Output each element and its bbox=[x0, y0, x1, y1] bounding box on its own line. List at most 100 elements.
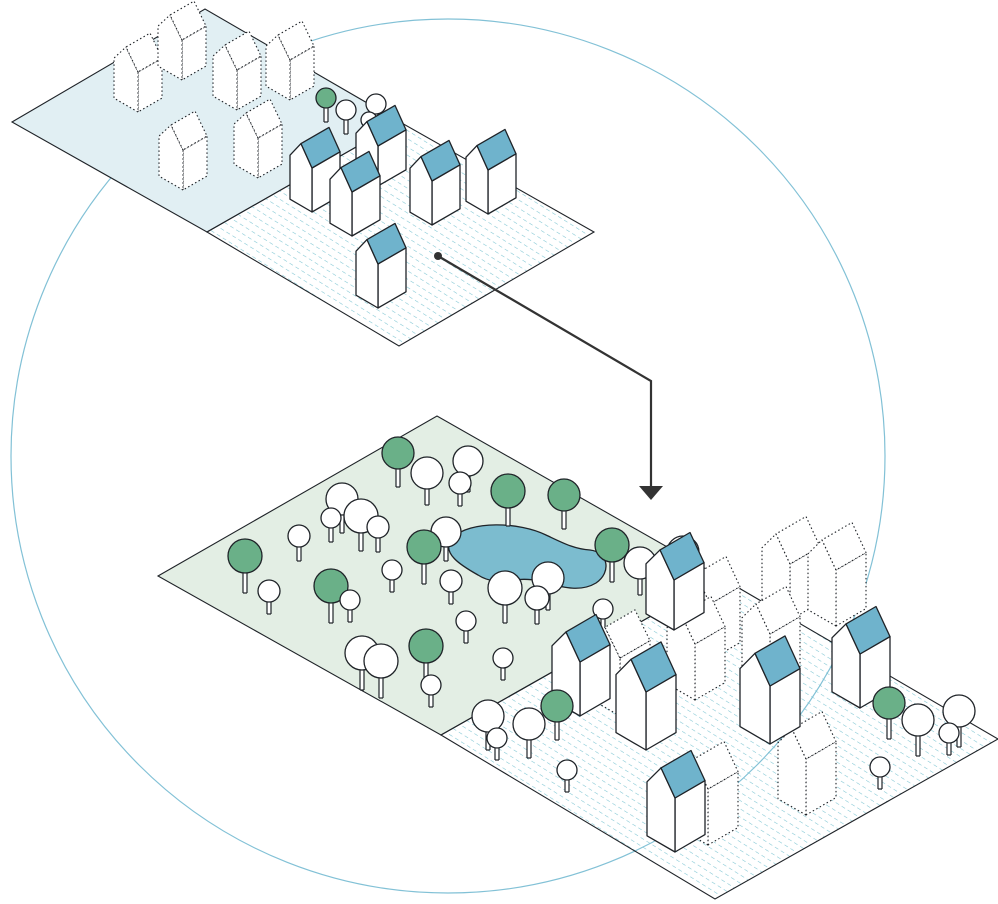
green-tree bbox=[406, 529, 442, 585]
white-tree bbox=[257, 579, 281, 615]
house-roof bbox=[660, 749, 706, 799]
green-tree bbox=[594, 527, 630, 583]
white-tree bbox=[320, 507, 342, 543]
house-side-wall bbox=[137, 57, 163, 113]
house-gable-wall bbox=[615, 658, 647, 751]
house-roof bbox=[755, 585, 801, 635]
green-tree bbox=[315, 87, 337, 123]
house-roof bbox=[170, 110, 208, 151]
house-side-wall bbox=[289, 45, 315, 101]
context-circle bbox=[10, 18, 886, 894]
white-tree bbox=[381, 559, 403, 593]
house-roof bbox=[476, 128, 517, 171]
house-gable-wall bbox=[739, 652, 771, 745]
white-tree bbox=[439, 569, 463, 605]
house-roof bbox=[169, 0, 207, 41]
house-roof bbox=[821, 521, 867, 571]
house-roof bbox=[224, 30, 262, 71]
house-gable-wall bbox=[233, 112, 259, 179]
white-tree bbox=[938, 722, 960, 756]
house bbox=[465, 128, 517, 215]
house-roof bbox=[565, 613, 611, 663]
house-side-wall bbox=[181, 25, 207, 81]
green-tree bbox=[227, 538, 263, 594]
white-tree bbox=[512, 707, 546, 759]
house-roof bbox=[366, 104, 407, 147]
existing-plot-group bbox=[10, 0, 596, 347]
white-tree bbox=[942, 694, 976, 748]
house-gable-wall bbox=[212, 44, 238, 111]
house-side-wall bbox=[182, 135, 208, 191]
white-tree bbox=[410, 456, 444, 506]
house-side-wall bbox=[257, 123, 283, 179]
ghost-house bbox=[158, 110, 208, 191]
ghost-house bbox=[212, 30, 262, 111]
ghost-house bbox=[807, 521, 867, 627]
house-roof bbox=[659, 531, 705, 581]
white-tree bbox=[366, 515, 390, 553]
house bbox=[355, 222, 407, 309]
ghost-house bbox=[157, 0, 207, 81]
green-tree bbox=[381, 436, 415, 488]
transformation-arrow bbox=[434, 252, 663, 500]
pond bbox=[448, 524, 607, 589]
house-roof bbox=[245, 98, 283, 139]
house-roof bbox=[277, 20, 315, 61]
white-tree bbox=[556, 759, 578, 793]
house-gable-wall bbox=[158, 124, 184, 191]
house-roof bbox=[630, 641, 677, 693]
arrow-head-icon bbox=[639, 486, 663, 500]
green-tree bbox=[872, 686, 906, 740]
white-tree bbox=[455, 610, 477, 644]
house-gable-wall bbox=[329, 166, 353, 237]
green-tree bbox=[547, 478, 581, 530]
house-gable-wall bbox=[157, 14, 183, 81]
house-gable-wall bbox=[409, 155, 433, 226]
house bbox=[329, 150, 381, 237]
house-gable-wall bbox=[465, 144, 489, 215]
house-side-wall bbox=[236, 55, 262, 111]
house-gable-wall bbox=[646, 767, 676, 853]
house bbox=[739, 635, 801, 745]
house-roof bbox=[604, 609, 651, 659]
white-tree bbox=[869, 756, 891, 790]
house-roof bbox=[125, 32, 163, 73]
white-tree bbox=[339, 589, 361, 623]
green-tree bbox=[313, 568, 349, 624]
house-gable-wall bbox=[777, 728, 807, 816]
house-gable-wall bbox=[831, 623, 861, 709]
house-gable-wall bbox=[645, 549, 675, 631]
white-tree bbox=[492, 647, 514, 681]
house-roof bbox=[340, 150, 381, 193]
ghost-house bbox=[666, 595, 726, 701]
house bbox=[355, 104, 407, 187]
house-gable-wall bbox=[265, 34, 291, 101]
house-roof bbox=[366, 222, 407, 265]
house-roof bbox=[695, 555, 741, 605]
ghost-house bbox=[113, 32, 163, 113]
house bbox=[645, 531, 705, 631]
house-roof bbox=[300, 126, 341, 169]
white-tree bbox=[486, 727, 508, 761]
house-gable-wall bbox=[289, 142, 313, 213]
house bbox=[409, 139, 461, 226]
house bbox=[615, 641, 677, 751]
white-tree bbox=[335, 99, 357, 135]
white-tree bbox=[287, 524, 311, 562]
arrow-line bbox=[437, 255, 653, 488]
house-gable-wall bbox=[807, 539, 837, 627]
house-roof bbox=[693, 740, 739, 790]
white-tree bbox=[448, 471, 472, 507]
house bbox=[646, 749, 706, 853]
ghost-house bbox=[265, 20, 315, 101]
white-tree bbox=[901, 703, 935, 757]
house-roof bbox=[420, 139, 461, 182]
ghost-house bbox=[777, 710, 837, 816]
house-gable-wall bbox=[113, 46, 139, 113]
green-tree bbox=[490, 473, 526, 527]
white-tree bbox=[487, 570, 523, 624]
house-roof bbox=[754, 635, 801, 687]
green-tree bbox=[540, 689, 574, 741]
house-roof bbox=[791, 710, 837, 760]
